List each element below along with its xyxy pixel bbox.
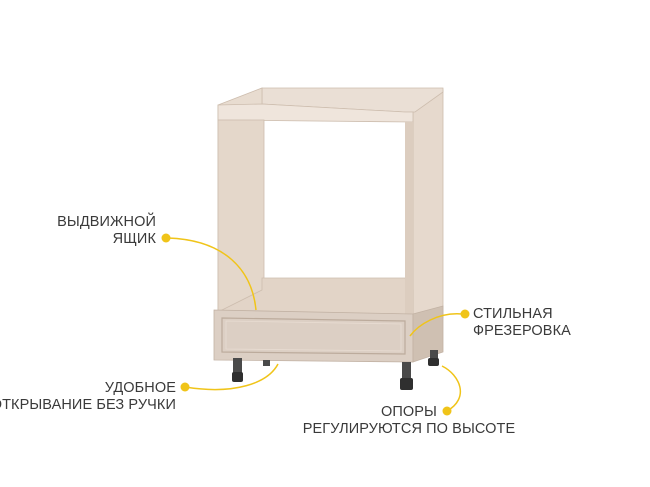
milling-callout-label: СТИЛЬНАЯ ФРЕЗЕРОВКА — [473, 306, 571, 340]
opening-callout-line2: ОТКРЫВАНИЕ БЕЗ РУЧКИ — [0, 397, 176, 413]
drawer-milling-groove — [221, 317, 406, 355]
drawer-milling-groove-inner — [225, 320, 402, 352]
cabinet-front-right-stile — [405, 122, 413, 314]
cabinet-legs — [232, 350, 439, 390]
drawer-callout-label: ВЫДВИЖНОЙ ЯЩИК — [57, 214, 156, 248]
legs-callout-line — [441, 365, 462, 412]
legs-callout-label: ОПОРЫ РЕГУЛИРУЮТСЯ ПО ВЫСОТЕ — [296, 404, 522, 438]
opening-callout-label: УДОБНОЕ ОТКРЫВАНИЕ БЕЗ РУЧКИ — [0, 380, 176, 414]
legs-callout-dot — [442, 406, 452, 416]
milling-callout-line — [409, 313, 463, 337]
drawer-side — [412, 305, 444, 363]
milling-callout-line2: ФРЕЗЕРОВКА — [473, 323, 571, 339]
legs-callout-line2: РЕГУЛИРУЮТСЯ ПО ВЫСОТЕ — [302, 421, 516, 437]
cabinet-right-side-panel — [412, 89, 444, 331]
opening-callout-line — [184, 363, 279, 391]
cabinet-front-left-stile — [217, 119, 265, 313]
drawer-callout-dot — [161, 233, 171, 243]
drawer-callout-line — [167, 237, 257, 311]
opening-callout-line1: УДОБНОЕ — [104, 380, 176, 396]
milling-callout-dot — [460, 309, 470, 319]
opening-callout-dot — [180, 382, 190, 392]
drawer-callout-line1: ВЫДВИЖНОЙ — [57, 214, 156, 230]
milling-callout-line1: СТИЛЬНАЯ — [473, 306, 553, 322]
drawer-callout-line2: ЯЩИК — [112, 231, 156, 247]
legs-callout-line1: ОПОРЫ — [381, 404, 437, 420]
